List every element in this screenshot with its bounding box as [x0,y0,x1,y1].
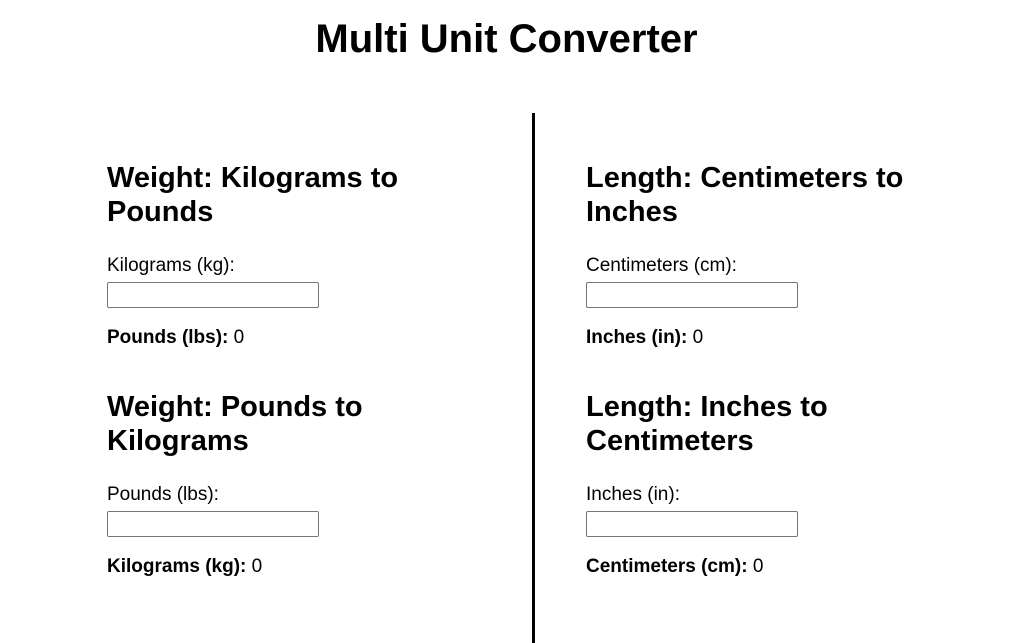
in-input[interactable] [586,511,798,537]
cm-input[interactable] [586,282,798,308]
column-divider [532,113,535,643]
lbs-result-label: Pounds (lbs): [107,327,229,348]
kg-result: Kilograms (kg): 0 [107,555,437,579]
kg-to-lbs-section: Weight: Kilograms to Pounds Kilograms (k… [107,161,437,350]
lbs-result-value: 0 [233,327,245,348]
cm-result-label: Centimeters (cm): [586,556,748,577]
lbs-to-kg-heading: Weight: Pounds to Kilograms [107,391,363,457]
in-result-value: 0 [692,327,704,348]
cm-result-value: 0 [752,556,764,577]
in-to-cm-heading: Length: Inches to Centimeters [586,391,828,457]
cm-result: Centimeters (cm): 0 [586,555,916,579]
in-result: Inches (in): 0 [586,326,916,350]
kg-to-lbs-heading: Weight: Kilograms to Pounds [107,162,399,228]
lbs-input[interactable] [107,511,319,537]
cm-to-in-section: Length: Centimeters to Inches Centimeter… [586,161,916,350]
kg-input[interactable] [107,282,319,308]
kg-result-label: Kilograms (kg): [107,556,247,577]
in-to-cm-section: Length: Inches to Centimeters Inches (in… [586,390,916,579]
lbs-to-kg-section: Weight: Pounds to Kilograms Pounds (lbs)… [107,390,437,579]
kg-input-label: Kilograms (kg): [107,255,235,276]
in-input-label: Inches (in): [586,484,680,505]
cm-input-label: Centimeters (cm): [586,255,737,276]
cm-to-in-heading: Length: Centimeters to Inches [586,162,904,228]
lbs-result: Pounds (lbs): 0 [107,326,437,350]
kg-result-value: 0 [251,556,263,577]
in-result-label: Inches (in): [586,327,688,348]
page-title: Multi Unit Converter [315,17,698,61]
lbs-input-label: Pounds (lbs): [107,484,219,505]
